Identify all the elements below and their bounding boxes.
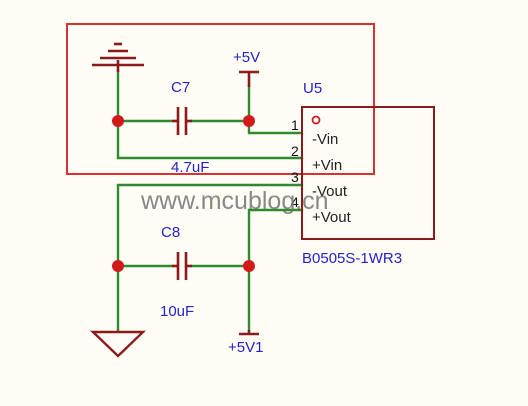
c8-ref-label: C8 — [161, 224, 180, 241]
wires — [116, 70, 304, 333]
junction-dot — [112, 260, 124, 272]
pin-number-1: 1 — [291, 117, 299, 133]
pin-number-4: 4 — [291, 194, 299, 210]
c7-ref-label: C7 — [171, 79, 190, 96]
junction-dot — [243, 260, 255, 272]
pin-name-vout-minus: -Vout — [312, 183, 348, 200]
junction-dot — [243, 115, 255, 127]
pin1-marker — [311, 115, 321, 125]
net-label-5v: +5V — [233, 49, 260, 66]
capacitor-c8 — [172, 252, 192, 280]
junction-dot — [112, 115, 124, 127]
ground-symbol-top — [92, 42, 144, 72]
wire-vout-minus — [116, 183, 304, 333]
power-flag-5v1 — [239, 330, 259, 336]
wire-ground-to-vin-plus — [116, 70, 304, 160]
highlight-box — [66, 23, 375, 175]
u5-part-label: B0505S-1WR3 — [302, 250, 402, 267]
c7-value-label: 4.7uF — [171, 159, 209, 176]
net-label-5v1: +5V1 — [228, 339, 263, 356]
pin-name-vin-plus: +Vin — [312, 157, 342, 174]
watermark-text: www.mcublog.cn — [140, 187, 329, 215]
capacitor-c7 — [172, 107, 192, 135]
wire-vout-plus — [247, 208, 304, 332]
power-flag-5v — [239, 70, 259, 87]
ground-symbol-bottom — [90, 330, 146, 358]
c8-value-label: 10uF — [160, 303, 194, 320]
wire-5v-to-vin-minus — [247, 85, 304, 135]
pin-number-3: 3 — [291, 169, 299, 185]
pin-number-2: 2 — [291, 143, 299, 159]
pin-name-vout-plus: +Vout — [312, 209, 352, 226]
pin-name-vin-minus: -Vin — [312, 131, 338, 148]
junction-dots — [112, 115, 255, 272]
u5-ref-label: U5 — [303, 80, 322, 97]
u5-body — [301, 106, 435, 240]
